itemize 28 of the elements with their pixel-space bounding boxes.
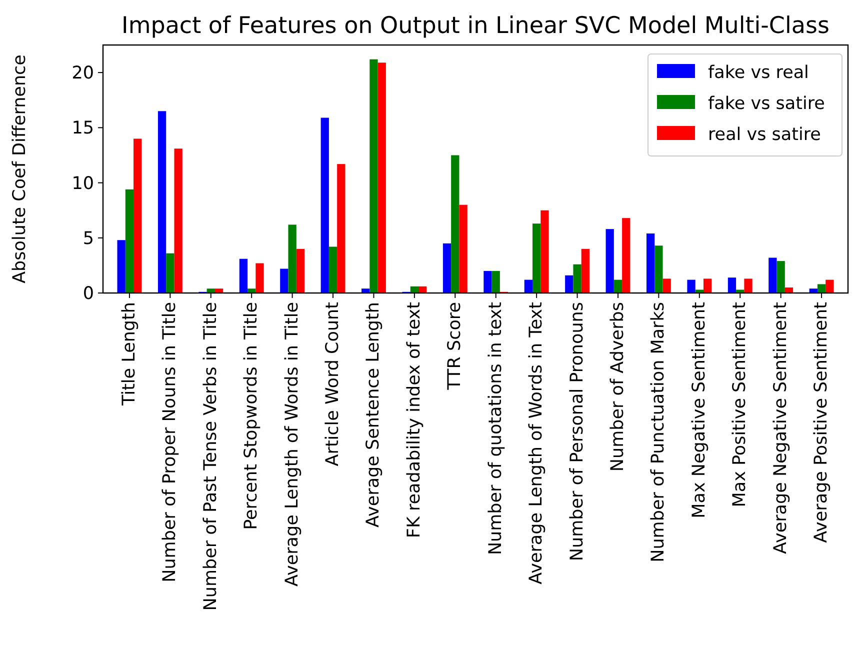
x-tick-label: Article Word Count [323, 302, 344, 466]
x-tick-label: Average Length of Words in Text [526, 302, 547, 584]
y-axis-label: Absolute Coef Differnence [10, 54, 30, 284]
x-tick-label: Average Negative Sentiment [770, 302, 791, 554]
x-tick-label: Number of Punctuation Marks [648, 302, 669, 562]
x-tick-label: Number of Personal Pronouns [567, 302, 588, 562]
x-tick-label: Average Positive Sentiment [812, 302, 832, 543]
x-tick-label: TTR Score [445, 302, 466, 390]
y-tick-label: 15 [72, 118, 94, 139]
x-tick-label: Max Positive Sentiment [730, 302, 750, 508]
x-tick-label: Percent Stopwords in Title [242, 302, 262, 530]
y-tick-label: 20 [72, 64, 94, 84]
y-tick-label: 10 [72, 174, 94, 194]
x-tick-label: Number of Past Tense Verbs in Title [200, 302, 221, 611]
x-tick-label: Number of Adverbs [608, 302, 628, 472]
x-tick-label: Max Negative Sentiment [689, 302, 710, 518]
x-tick-label: Number of quotations in text [486, 302, 506, 556]
y-tick-label: 0 [82, 284, 94, 304]
x-tick-label: Average Length of Words in Title [282, 302, 302, 586]
x-tick-label: Number of Proper Nouns in Title [160, 302, 180, 582]
legend-label: fake vs satire [708, 94, 825, 114]
legend-label: fake vs real [708, 63, 809, 83]
chart-title: Impact of Features on Output in Linear SVC Model Multi-Class [122, 13, 830, 39]
y-tick-label: 5 [82, 228, 94, 249]
x-tick-label: FK readability index of text [404, 302, 424, 538]
legend-label: real vs satire [708, 125, 821, 145]
x-tick-label: Average Sentence Length [364, 302, 384, 528]
x-tick-label: Title Length [119, 302, 140, 406]
